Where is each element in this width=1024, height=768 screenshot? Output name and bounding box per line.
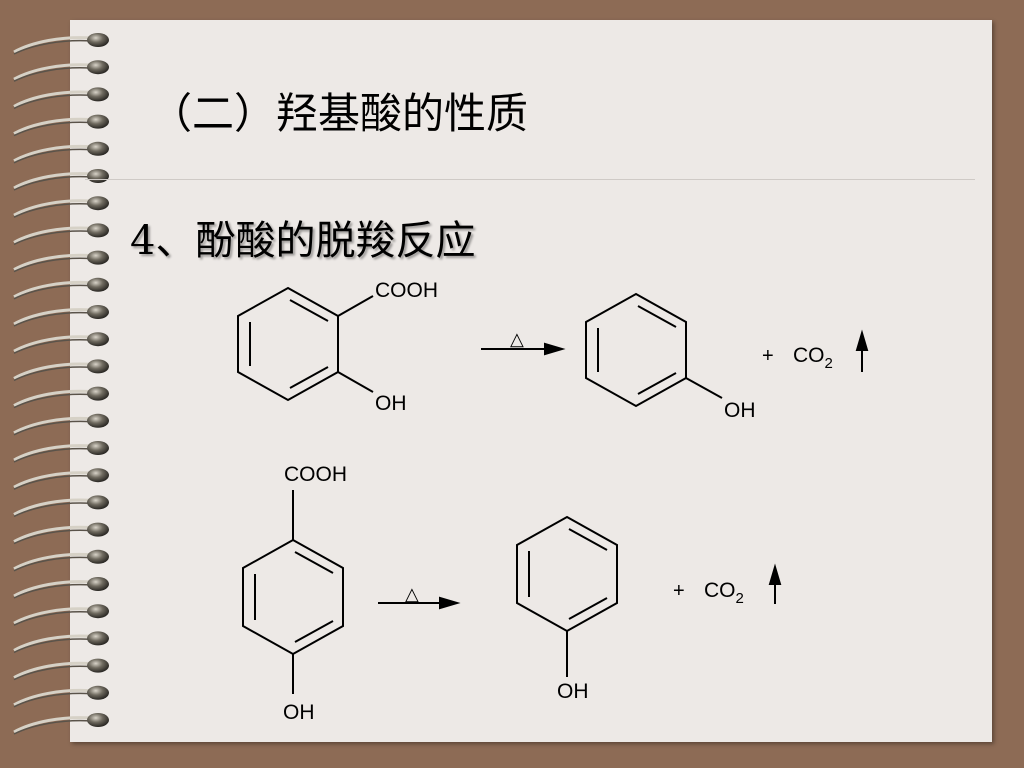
spiral-ring-icon: [13, 223, 109, 246]
spiral-ring-icon: [13, 522, 109, 545]
phenol-structure-1: [585, 292, 723, 408]
spiral-ring-icon: [13, 413, 109, 436]
cooh-label: COOH: [375, 279, 438, 302]
oh-label: OH: [724, 399, 756, 422]
section-heading: 4、酚酸的脱羧反应: [130, 218, 476, 264]
spiral-ring-icon: [13, 441, 109, 463]
spiral-ring-icon: [13, 468, 109, 490]
heat-condition-label: △: [405, 584, 419, 604]
heat-condition-label: △: [510, 329, 524, 349]
phenol-structure-2: [516, 515, 618, 677]
spiral-ring-icon: [13, 114, 109, 137]
reaction-arrow-1: [481, 342, 566, 356]
oh-label: OH: [375, 392, 407, 415]
spiral-ring-icon: [13, 386, 109, 409]
spiral-ring-icon: [13, 250, 109, 273]
cooh-label: COOH: [284, 463, 347, 486]
up-arrow-icon: [855, 329, 869, 372]
spiral-ring-icon: [13, 713, 109, 735]
carbon-dioxide-label: CO2: [793, 344, 833, 372]
reaction-arrow-2: [378, 596, 461, 610]
spiral-ring-icon: [13, 604, 109, 626]
spiral-ring-icon: [13, 631, 109, 654]
plus-sign: +: [673, 580, 685, 602]
spiral-ring-icon: [13, 577, 109, 599]
spiral-ring-icon: [13, 87, 109, 110]
spiral-ring-icon: [13, 658, 109, 681]
slide-paper: [70, 20, 992, 742]
spiral-ring-icon: [13, 495, 109, 518]
salicylic-acid-structure: [237, 286, 374, 402]
up-arrow-icon: [768, 563, 782, 604]
spiral-ring-icon: [13, 685, 109, 708]
page-title: （二）羟基酸的性质: [150, 89, 529, 138]
spiral-ring-icon: [13, 60, 109, 82]
spiral-binding: [13, 33, 109, 735]
oh-label: OH: [283, 701, 315, 724]
title-divider: [85, 179, 975, 180]
spiral-ring-icon: [13, 332, 109, 354]
spiral-ring-icon: [13, 196, 109, 218]
spiral-ring-icon: [13, 549, 109, 572]
spiral-ring-icon: [13, 277, 109, 300]
spiral-ring-icon: [13, 305, 109, 327]
plus-sign: +: [762, 345, 774, 367]
spiral-ring-icon: [13, 33, 109, 55]
oh-label: OH: [557, 680, 589, 703]
p-hydroxybenzoic-acid-structure: [242, 490, 344, 694]
spiral-ring-icon: [13, 359, 109, 382]
spiral-ring-icon: [13, 141, 109, 164]
carbon-dioxide-label: CO2: [704, 579, 744, 607]
